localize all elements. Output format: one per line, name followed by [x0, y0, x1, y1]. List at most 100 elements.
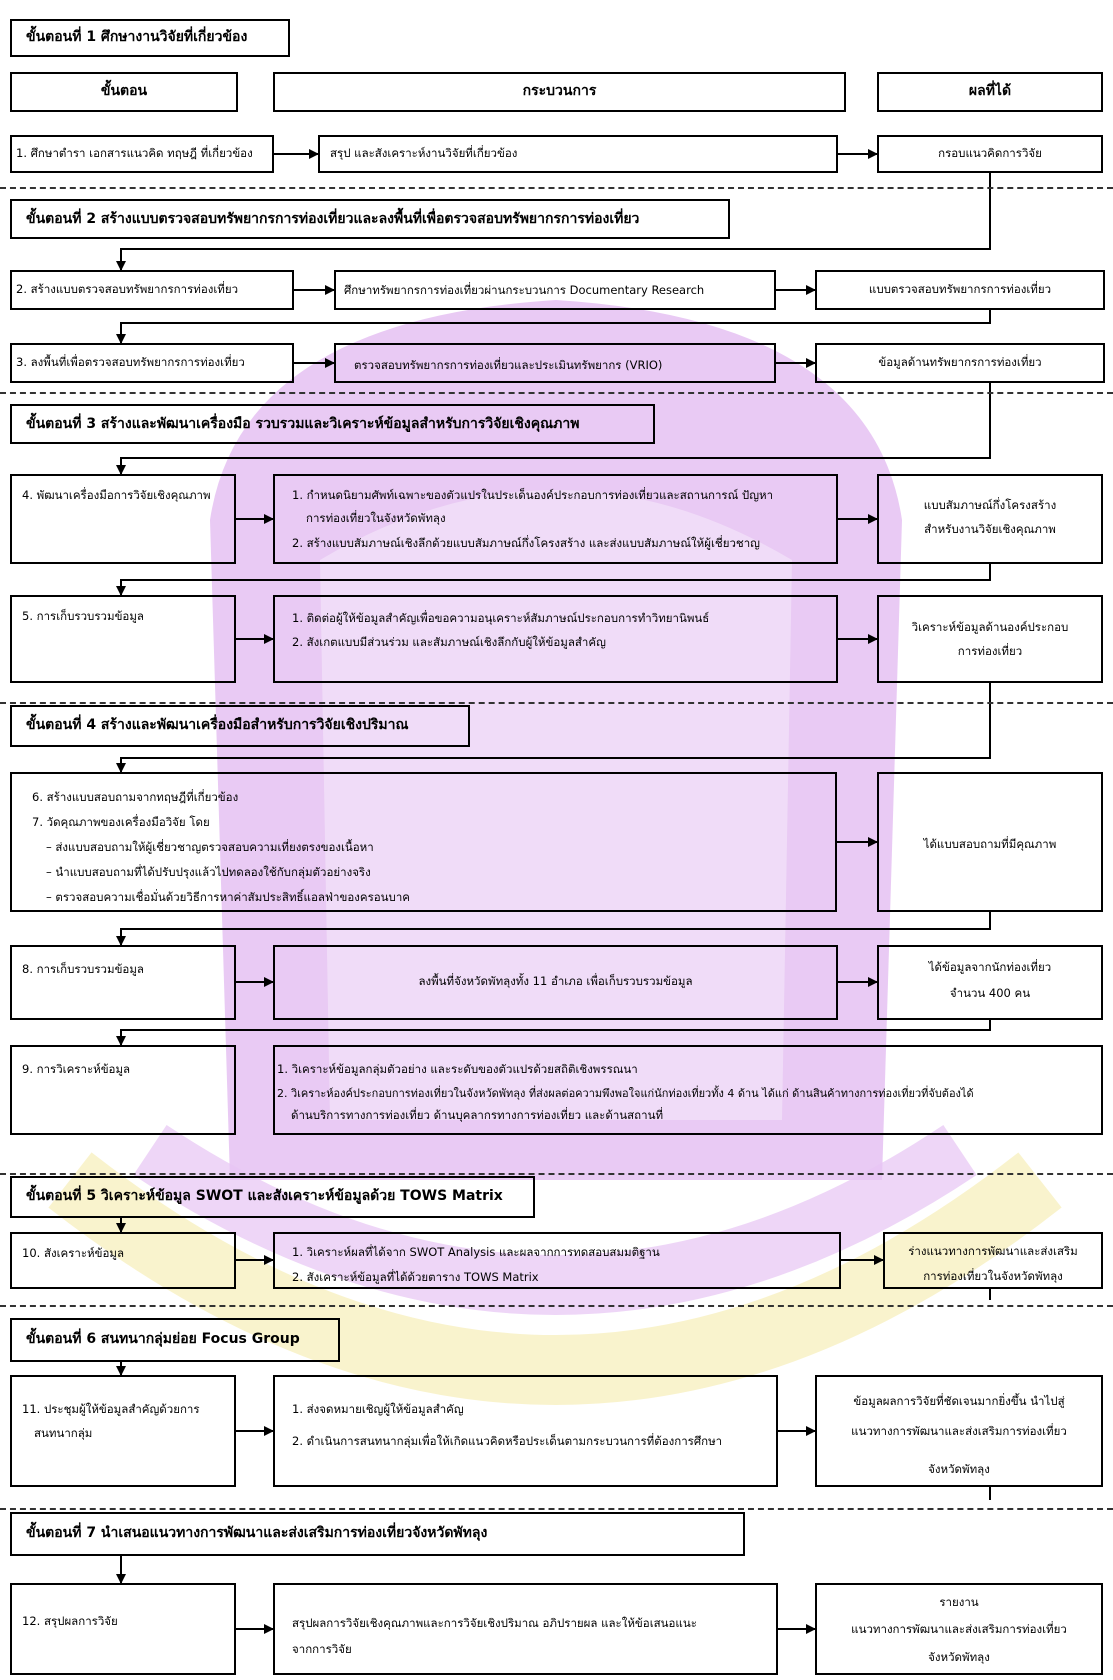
result-box [877, 135, 1103, 173]
step-box [10, 135, 274, 173]
stage-4-box [10, 705, 470, 747]
stage-2-title: ขั้นตอนที่ 2 สร้างแบบตรวจสอบทรัพยากรการท… [26, 211, 640, 227]
stage-connector [116, 173, 991, 271]
step-text: 5. การเก็บรวบรวมข้อมูล [22, 609, 144, 623]
column-header-step [10, 72, 238, 112]
stage-separator [0, 702, 1113, 704]
process-box [273, 1232, 841, 1289]
process-text: 2. สังเคราะห์ข้อมูลที่ได้ด้วยตาราง TOWS … [292, 1270, 539, 1284]
step-text: 1. ศึกษาตำรา เอกสารแนวคิด ทฤษฎี ที่เกี่ย… [16, 146, 253, 160]
stage-separator [0, 1305, 1113, 1307]
result-box [883, 1232, 1103, 1289]
result-text: จำนวน 400 คน [949, 986, 1031, 1000]
process-text: การท่องเที่ยวในจังหวัดพัทลุง [306, 511, 446, 525]
process-text: 1. วิเคราะห์ข้อมูลกลุ่มตัวอย่าง และระดับ… [277, 1062, 638, 1076]
column-header-process-label: กระบวนการ [522, 83, 597, 99]
stage-separator [0, 392, 1113, 394]
process-text: 1. ติดต่อผู้ให้ข้อมูลสำคัญเพื่อขอความอนุ… [292, 611, 710, 625]
process-text: 2. วิเคราะห์องค์ประกอบการท่องเที่ยวในจัง… [277, 1087, 974, 1100]
process-text: ตรวจสอบทรัพยากรการท่องเที่ยวและประเมินทร… [354, 358, 663, 372]
step-box [10, 270, 294, 310]
result-text: แนวทางการพัฒนาและส่งเสริมการท่องเที่ยว [851, 1424, 1067, 1438]
process-text: 2. สร้างแบบสัมภาษณ์เชิงลึกด้วยแบบสัมภาษณ… [292, 536, 760, 550]
step-box [10, 772, 837, 912]
result-text: กรอบแนวคิดการวิจัย [938, 146, 1042, 160]
stage-6-title: ขั้นตอนที่ 6 สนทนากลุ่มย่อย Focus Group [26, 1331, 300, 1347]
step-box [10, 1583, 236, 1675]
process-box [318, 135, 838, 173]
process-text: สรุป และสังเคราะห์งานวิจัยที่เกี่ยวข้อง [330, 146, 518, 160]
stage-connector [116, 912, 991, 946]
stage-6-box [10, 1318, 340, 1362]
result-box [877, 945, 1103, 1020]
stage-separator [0, 187, 1113, 189]
stage-connector [116, 310, 991, 344]
process-box [334, 343, 776, 383]
stage-connector [116, 564, 991, 596]
step-text: 7. วัดคุณภาพของเครื่องมือวิจัย โดย [32, 815, 210, 829]
result-text: จังหวัดพัทลุง [928, 1650, 990, 1664]
process-box [273, 474, 838, 564]
process-box [273, 1583, 778, 1675]
result-text: ข้อมูลผลการวิจัยที่ชัดเจนมากยิ่งขึ้น นำไ… [853, 1394, 1065, 1408]
stage-connector [116, 683, 991, 773]
result-box [877, 772, 1103, 912]
process-text: สรุปผลการวิจัยเชิงคุณภาพและการวิจัยเชิงป… [292, 1616, 697, 1630]
step-box [10, 1232, 236, 1289]
column-header-result [877, 72, 1103, 112]
step-text: 11. ประชุมผู้ให้ข้อมูลสำคัญด้วยการ [22, 1402, 200, 1416]
process-text: 1. วิเคราะห์ผลที่ได้จาก SWOT Analysis แล… [292, 1245, 660, 1259]
step-text: – ส่งแบบสอบถามให้ผู้เชี่ยวชาญตรวจสอบความ… [46, 840, 374, 854]
step-text: สนทนากลุ่ม [34, 1426, 93, 1440]
step-box [10, 474, 236, 564]
result-box [815, 1375, 1103, 1487]
step-text: 8. การเก็บรวบรวมข้อมูล [22, 962, 144, 976]
result-text: แนวทางการพัฒนาและส่งเสริมการท่องเที่ยว [851, 1622, 1067, 1636]
stage-5-box [10, 1176, 535, 1218]
result-box [815, 1583, 1103, 1675]
result-text: ได้แบบสอบถามที่มีคุณภาพ [923, 837, 1057, 851]
stage-7-title: ขั้นตอนที่ 7 นำเสนอแนวทางการพัฒนาและส่งเ… [26, 1525, 488, 1541]
process-box [273, 1375, 778, 1487]
result-text: รายงาน [939, 1595, 979, 1609]
step-box [10, 1045, 236, 1135]
step-box [10, 343, 294, 383]
column-header-result-label: ผลที่ได้ [968, 83, 1012, 99]
result-text: การท่องเที่ยว [957, 644, 1023, 658]
result-box [815, 343, 1105, 383]
step-text: 12. สรุปผลการวิจัย [22, 1614, 118, 1628]
column-header-process [273, 72, 846, 112]
process-box [273, 945, 838, 1020]
result-box [815, 270, 1105, 310]
step-box [10, 945, 236, 1020]
step-text: 10. สังเคราะห์ข้อมูล [22, 1246, 124, 1260]
step-text: – ตรวจสอบความเชื่อมั่นด้วยวิธีการหาค่าสั… [46, 890, 410, 904]
step-text: 2. สร้างแบบตรวจสอบทรัพยากรการท่องเที่ยว [16, 282, 239, 296]
stage-4-title: ขั้นตอนที่ 4 สร้างและพัฒนาเครื่องมือสำหร… [26, 717, 409, 733]
column-header-step-label: ขั้นตอน [100, 83, 148, 99]
result-text: ร่างแนวทางการพัฒนาและส่งเสริม [908, 1244, 1078, 1258]
process-text: 1. ส่งจดหมายเชิญผู้ให้ข้อมูลสำคัญ [292, 1402, 464, 1416]
step-text: – นำแบบสอบถามที่ได้ปรับปรุงแล้วไปทดลองใช… [46, 865, 371, 879]
result-text: แบบตรวจสอบทรัพยากรการท่องเที่ยว [868, 282, 1052, 296]
stage-3-box [10, 404, 655, 444]
stage-5-title: ขั้นตอนที่ 5 วิเคราะห์ข้อมูล SWOT และสัง… [26, 1188, 503, 1204]
stage-connector [116, 383, 991, 475]
process-text: ด้านบริการทางการท่องเที่ยว ด้านบุคลากรทา… [291, 1108, 664, 1122]
stage-3-title: ขั้นตอนที่ 3 สร้างและพัฒนาเครื่องมือ รวบ… [26, 416, 580, 432]
step-box [10, 1375, 236, 1487]
stage-7-box [10, 1512, 745, 1556]
result-text: ได้ข้อมูลจากนักท่องเที่ยว [928, 960, 1052, 974]
result-text: วิเคราะห์ข้อมูลด้านองค์ประกอบ [911, 620, 1069, 634]
result-text: จังหวัดพัทลุง [928, 1462, 990, 1476]
process-box [273, 595, 838, 683]
step-text: 3. ลงพื้นที่เพื่อตรวจสอบทรัพยากรการท่องเ… [16, 355, 245, 369]
process-text: จากการวิจัย [292, 1642, 352, 1656]
result-box [877, 595, 1103, 683]
result-text: แบบสัมภาษณ์กึ่งโครงสร้าง [923, 498, 1057, 512]
step-text: 4. พัฒนาเครื่องมือการวิจัยเชิงคุณภาพ [22, 488, 211, 502]
process-text: ลงพื้นที่จังหวัดพัทลุงทั้ง 11 อำเภอ เพื่… [418, 974, 693, 988]
stage-1-box [10, 19, 290, 57]
result-text: การท่องเที่ยวในจังหวัดพัทลุง [923, 1269, 1063, 1283]
